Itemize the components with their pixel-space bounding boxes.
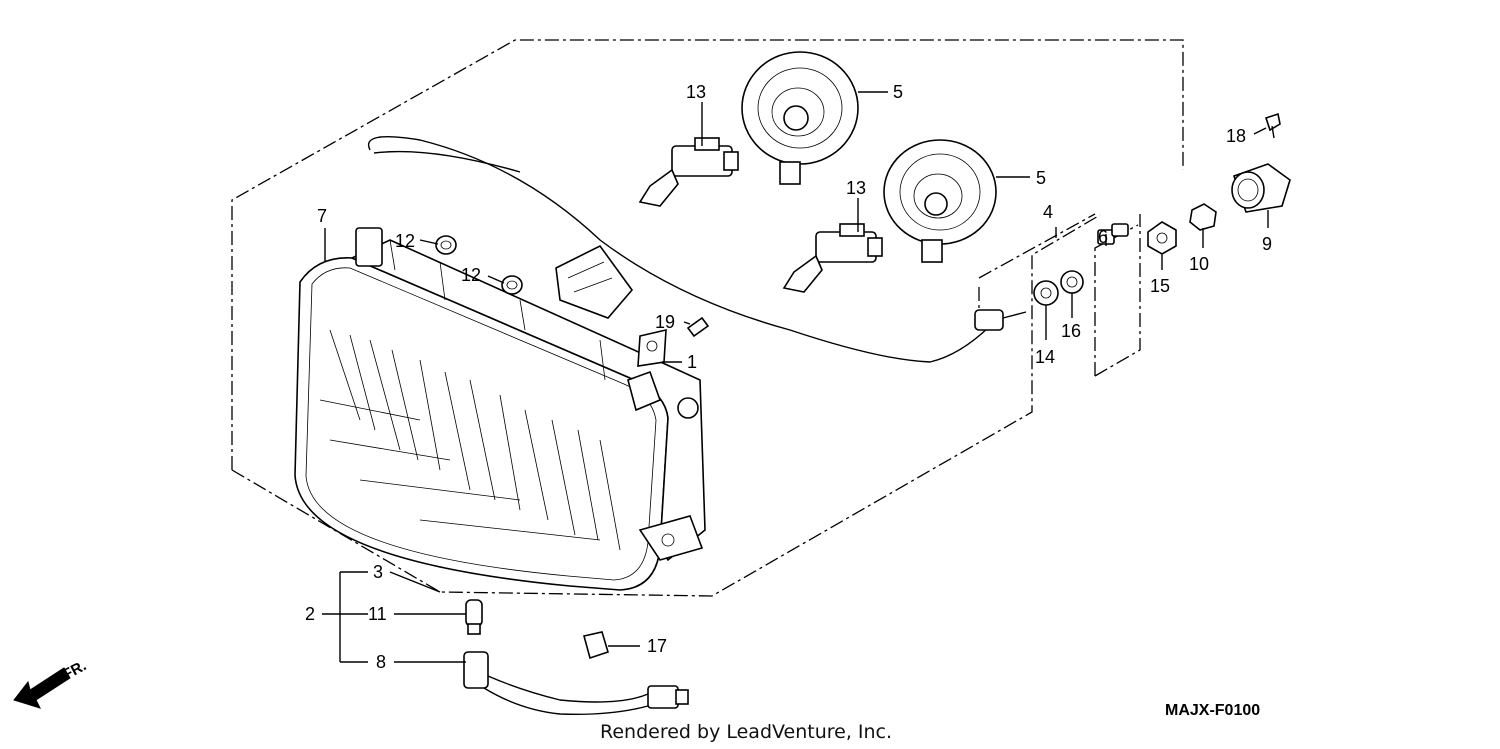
- callout-1: 1: [687, 352, 697, 372]
- bulb-part-11: [465, 599, 483, 635]
- clip-part-17: [583, 631, 609, 660]
- headlight-assembly: [294, 227, 706, 591]
- dust-cover-lower: [883, 139, 997, 263]
- diagram-code: MAJX-F0100: [1165, 702, 1260, 719]
- grommet-part-12b: [501, 275, 523, 295]
- callout-18: 18: [1226, 126, 1246, 146]
- callout-9: 9: [1262, 234, 1272, 254]
- callout-5b: 5: [1036, 168, 1046, 188]
- clamp-part-1: [637, 328, 667, 367]
- callout-12a: 12: [395, 231, 415, 251]
- washer-part-14: [1033, 280, 1059, 306]
- screw-part-19: [686, 316, 710, 338]
- knob-part-9: [1231, 163, 1291, 213]
- callout-4: 4: [1043, 202, 1053, 222]
- callout-12b: 12: [461, 265, 481, 285]
- headlight-bulb-lower: [782, 223, 883, 293]
- callout-8: 8: [376, 652, 386, 672]
- callout-19: 19: [655, 312, 675, 332]
- front-direction-arrow: FR.: [13, 657, 89, 709]
- callout-16: 16: [1061, 321, 1081, 341]
- leader-lines: [322, 91, 1269, 663]
- dust-cover-upper: [741, 51, 859, 185]
- callout-13a: 13: [686, 82, 706, 102]
- callout-5a: 5: [893, 82, 903, 102]
- callout-2: 2: [305, 604, 315, 624]
- clip-nut-part-10: [1189, 203, 1217, 231]
- headlight-bulb-upper: [638, 137, 739, 207]
- callout-labels: 7 12 12 13 5 13 5 4 6 19 1 14 16 15 10 9…: [305, 82, 1272, 672]
- socket-harness-part-8: [463, 651, 689, 716]
- credit-text: Rendered by LeadVenture, Inc.: [600, 721, 892, 743]
- callout-13b: 13: [846, 178, 866, 198]
- callout-17: 17: [647, 636, 667, 656]
- callout-10: 10: [1189, 254, 1209, 274]
- washer-part-16: [1060, 270, 1084, 294]
- callout-14: 14: [1035, 347, 1055, 367]
- callout-15: 15: [1150, 276, 1170, 296]
- grommet-part-12a: [435, 235, 457, 255]
- adjuster-cable: [367, 135, 1027, 363]
- callout-11: 11: [368, 604, 387, 624]
- callout-3: 3: [373, 562, 383, 582]
- adjuster-bracket: [555, 244, 634, 319]
- screw-part-18: [1264, 112, 1281, 139]
- callout-6: 6: [1098, 227, 1108, 247]
- callout-7: 7: [317, 206, 327, 226]
- nut-part-15: [1147, 221, 1177, 255]
